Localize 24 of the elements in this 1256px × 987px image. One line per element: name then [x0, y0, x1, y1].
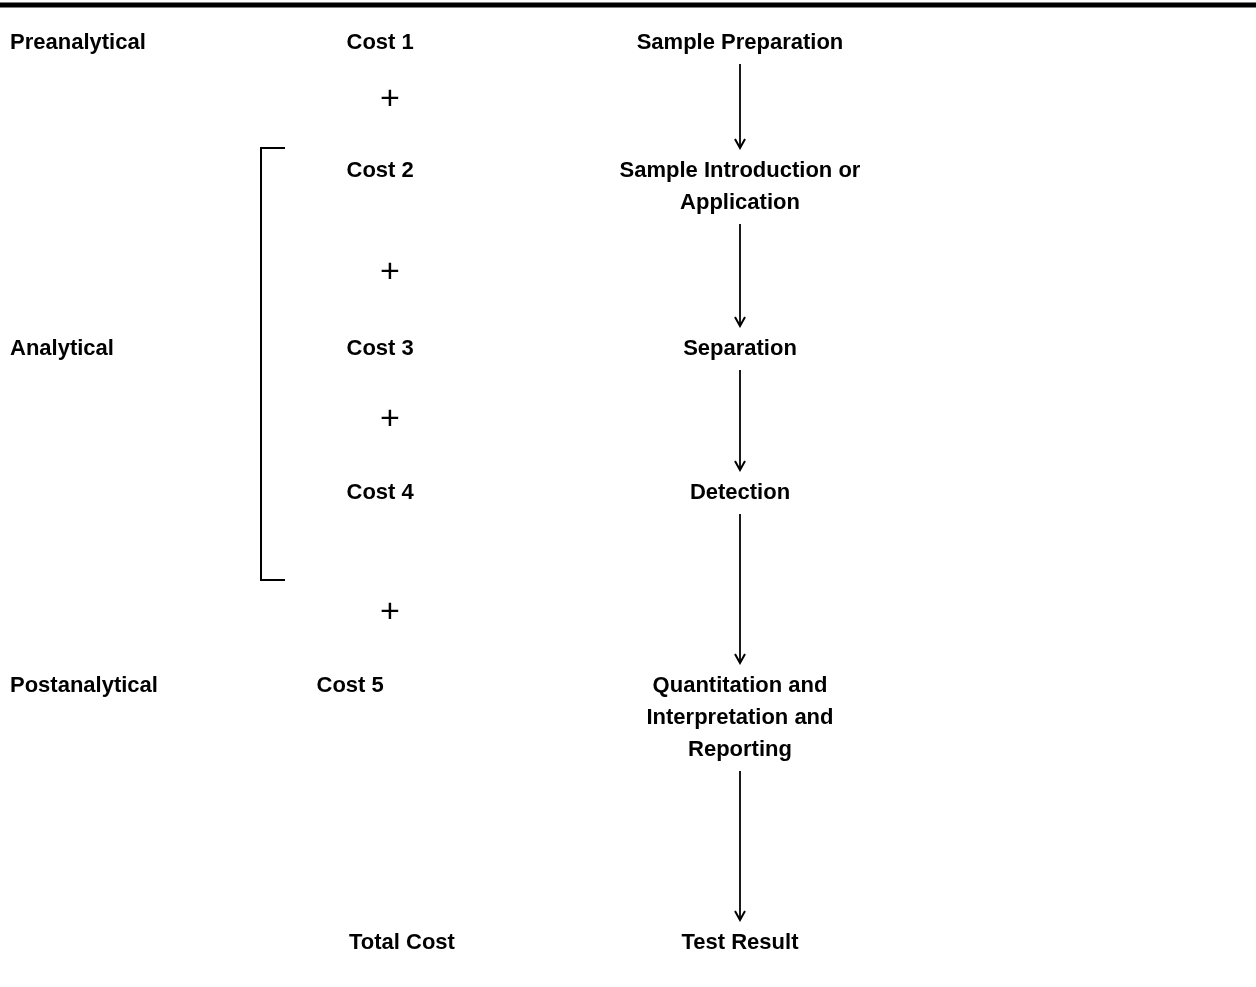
plus-sign: + — [380, 401, 400, 433]
step-text: Detection — [610, 476, 870, 508]
step-text: Sample Introduction or Application — [610, 154, 870, 218]
total-label: Total Cost — [349, 928, 455, 956]
step-text: Quantitation and Interpretation and Reporting — [610, 669, 870, 765]
phase-label: Analytical — [10, 334, 114, 362]
arrow — [734, 63, 746, 149]
cost-label: Cost 1 — [346, 28, 414, 56]
cost-label: Cost 2 — [346, 156, 414, 184]
step-text: Separation — [610, 332, 870, 364]
arrow — [734, 369, 746, 471]
cost-label: Cost 4 — [346, 478, 414, 506]
arrow — [734, 770, 746, 921]
plus-sign: + — [380, 254, 400, 286]
plus-sign: + — [380, 81, 400, 113]
phase-label: Preanalytical — [10, 28, 146, 56]
step-text: Test Result — [610, 926, 870, 958]
arrow — [734, 223, 746, 327]
phase-label: Postanalytical — [10, 671, 158, 699]
arrow — [734, 513, 746, 664]
step-text: Sample Preparation — [610, 26, 870, 58]
cost-label: Cost 3 — [346, 334, 414, 362]
cost-label: Cost 5 — [316, 671, 384, 699]
plus-sign: + — [380, 594, 400, 626]
